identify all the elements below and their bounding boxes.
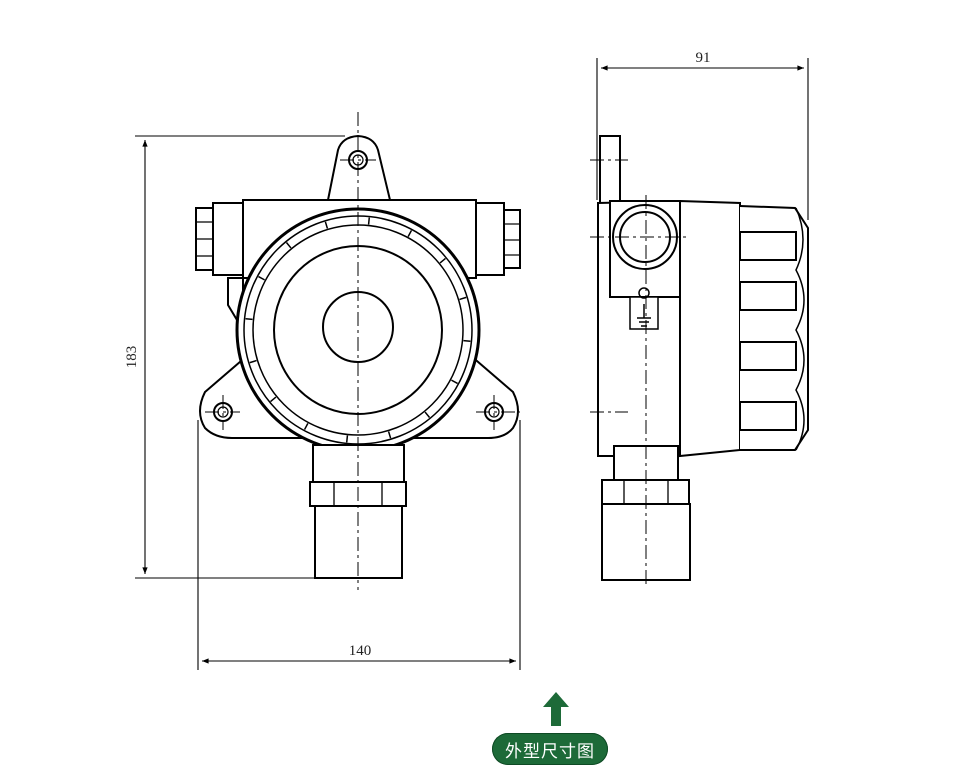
side-cooling-fins: [739, 231, 797, 431]
grip-notch: [439, 257, 446, 264]
grip-notch: [303, 423, 309, 430]
side-view: [597, 135, 809, 581]
grip-notch: [459, 296, 467, 301]
grip-notch: [285, 242, 292, 249]
grip-notch: [324, 221, 329, 229]
grip-notch: [451, 379, 458, 385]
left-cable-gland: [195, 202, 244, 276]
depth-dimension-label: 91: [696, 50, 711, 66]
grip-notch: [367, 217, 371, 225]
grip-notch: [345, 435, 349, 443]
grip-notch: [270, 396, 277, 403]
grip-notch: [258, 275, 265, 281]
right-cable-gland: [475, 202, 521, 276]
caption-badge: 外型尺寸图: [492, 733, 608, 765]
ground-icon: [629, 287, 659, 330]
grip-notches: [245, 217, 471, 443]
grip-notch: [245, 317, 253, 321]
width-dimension-label: 140: [349, 643, 372, 659]
side-front-cap: [679, 199, 741, 458]
dimension-lines: [135, 58, 809, 670]
grip-notch: [424, 411, 431, 418]
side-center-lines: [590, 159, 690, 585]
grip-notch: [249, 359, 257, 364]
grip-notch: [463, 339, 471, 343]
grip-notch: [407, 230, 413, 237]
front-center-lines: [205, 112, 520, 590]
height-dimension-label: 183: [124, 346, 140, 369]
grip-notch: [387, 431, 392, 439]
arrow-up-icon: [543, 692, 569, 726]
